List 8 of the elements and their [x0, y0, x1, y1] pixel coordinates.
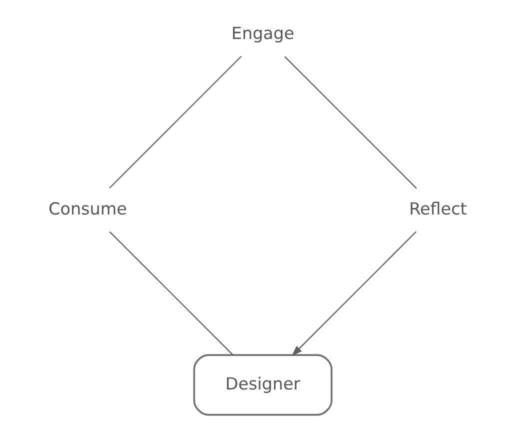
node-text: Engage: [231, 23, 294, 44]
node-text: Consume: [48, 198, 127, 218]
connector: [109, 56, 242, 188]
node-text: Reflect: [409, 198, 467, 218]
arrow: [292, 231, 417, 356]
connector: [284, 56, 417, 189]
node-box: Designer: [193, 354, 332, 416]
connector: [109, 231, 234, 356]
